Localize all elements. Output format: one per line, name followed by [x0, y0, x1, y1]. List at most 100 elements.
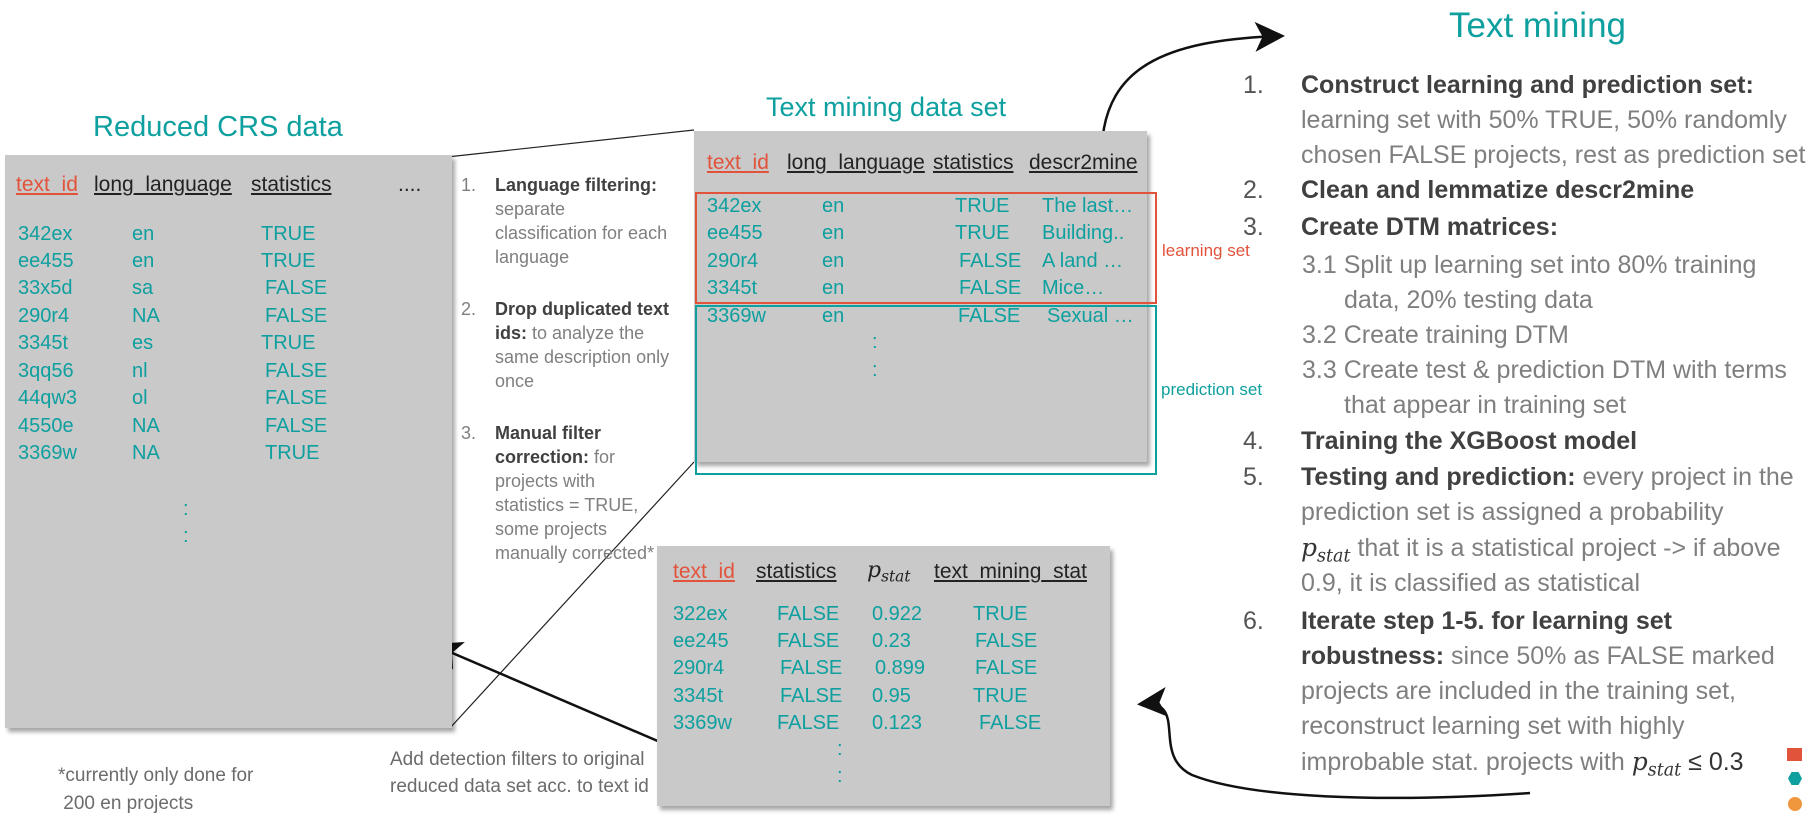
- cell-lang: en: [822, 222, 845, 244]
- cell-stat: TRUE: [261, 250, 316, 272]
- substep-text: 3.1 Split up learning set into 80% train…: [1302, 251, 1757, 279]
- cell-id: 342ex: [18, 223, 73, 245]
- step-title: Construct learning and prediction set:: [1301, 71, 1754, 99]
- header-statistics: statistics: [251, 173, 332, 196]
- header-text-mining-stat: text_mining_stat: [934, 560, 1087, 583]
- substep-text: 3.2 Create training DTM: [1302, 321, 1569, 349]
- cell-p: 0.899: [875, 657, 926, 679]
- step-title: Drop duplicated text ids:: [495, 299, 670, 343]
- arrow-iterate-back: [1137, 687, 1531, 800]
- header-more: ....: [398, 173, 422, 196]
- cell-id: 290r4: [18, 305, 70, 327]
- cell-desc: Building..: [1042, 222, 1125, 244]
- header-statistics: statistics: [933, 151, 1014, 174]
- header-statistics: statistics: [756, 560, 837, 583]
- cell-stat: FALSE: [777, 630, 840, 652]
- reduced-crs-panel: text_id long_language statistics .... 34…: [5, 155, 452, 728]
- cell-id: 3369w: [18, 442, 77, 464]
- cell-p: 0.95: [872, 685, 911, 707]
- cell-stat: TRUE: [955, 222, 1010, 244]
- arrow-to-reduced-data: [431, 642, 661, 744]
- step-number: 1.: [1243, 71, 1264, 99]
- cell-tms: FALSE: [975, 657, 1038, 679]
- footnote: *currently only done for 200 en projects: [58, 765, 254, 814]
- step-line: pstat that it is a statistical project -…: [1301, 530, 1781, 574]
- ellipsis: :: [872, 359, 878, 381]
- step-number: 3.: [461, 423, 477, 443]
- cell-lang: en: [822, 250, 845, 272]
- cell-stat: TRUE: [261, 332, 316, 354]
- cell-id: 3345t: [18, 332, 69, 354]
- cell-id: 3qq56: [18, 360, 74, 382]
- step-title: Create DTM matrices:: [1301, 213, 1559, 241]
- cell-stat: FALSE: [780, 685, 843, 707]
- cell-tms: TRUE: [973, 603, 1028, 625]
- step-number: 3.: [1243, 213, 1264, 241]
- header-text-id: text_id: [673, 560, 735, 583]
- step-title: Testing and prediction:: [1301, 463, 1576, 491]
- step-text: reconstruct learning set with highly: [1301, 712, 1685, 740]
- step-title: Training the XGBoost model: [1301, 427, 1638, 455]
- cell-id: 33x5d: [18, 277, 73, 299]
- cell-stat: FALSE: [265, 305, 328, 327]
- prediction-set-box: [695, 305, 1157, 475]
- cell-lang: en: [132, 250, 155, 272]
- cell-lang: ol: [132, 387, 148, 409]
- step-text: every project in the: [1575, 463, 1794, 491]
- text-mining-data-set-title: Text mining data set: [766, 92, 1007, 122]
- cell-lang: NA: [132, 415, 160, 437]
- red-square-icon: [1787, 748, 1802, 761]
- cell-desc: A land …: [1042, 250, 1124, 272]
- cell-stat: TRUE: [955, 195, 1010, 217]
- cell-id: 44qw3: [18, 387, 77, 409]
- step-text: projects are included in the training se…: [1301, 677, 1736, 705]
- cell-id: 3345t: [707, 277, 758, 299]
- learning-set-box: [695, 192, 1157, 304]
- step-number: 2.: [461, 299, 477, 319]
- header-long-language: long_language: [787, 151, 925, 174]
- cell-tms: TRUE: [973, 685, 1028, 707]
- result-panel: text_id statistics pstat text_mining_sta…: [657, 546, 1110, 806]
- arrow-to-text-mining: [1100, 21, 1285, 144]
- cell-stat: FALSE: [265, 277, 328, 299]
- cell-stat: FALSE: [265, 387, 328, 409]
- cell-id: 4550e: [18, 415, 74, 437]
- text-mining-data-set-panel: text_id long_language statistics descr2m…: [694, 131, 1147, 462]
- cell-id: 290r4: [673, 657, 725, 679]
- cell-stat: FALSE: [777, 712, 840, 734]
- substep-text: data, 20% testing data: [1344, 286, 1593, 314]
- p-symbol: p: [867, 558, 882, 583]
- ellipsis: :: [837, 765, 843, 787]
- step-text: since 50% as FALSE marked: [1444, 642, 1775, 670]
- cell-id: 3369w: [673, 712, 732, 734]
- ellipsis: :: [837, 738, 843, 760]
- cell-lang: en: [822, 277, 845, 299]
- substep-text: that appear in training set: [1344, 391, 1627, 419]
- cell-stat: TRUE: [265, 442, 320, 464]
- step-title: Iterate step 1-5. for learning set: [1301, 607, 1672, 635]
- cell-desc: The last…: [1042, 195, 1134, 217]
- cell-stat: FALSE: [777, 603, 840, 625]
- cell-lang: sa: [132, 277, 154, 299]
- cell-desc: Sexual …: [1047, 305, 1134, 327]
- cell-id: ee455: [18, 250, 74, 272]
- step-number: 2.: [1243, 176, 1264, 204]
- step-title: Manual filter correction:: [495, 423, 602, 467]
- cell-id: 3345t: [673, 685, 724, 707]
- cell-lang: NA: [132, 305, 160, 327]
- step-text: that it is a statistical project -> if a…: [1350, 534, 1781, 562]
- cell-id: 3369w: [707, 305, 766, 327]
- step-title: robustness:: [1301, 642, 1445, 670]
- cell-stat: FALSE: [959, 250, 1022, 272]
- cell-lang: en: [822, 305, 845, 327]
- cell-lang: es: [132, 332, 154, 354]
- step-title: Language filtering:: [495, 175, 657, 195]
- cell-lang: en: [822, 195, 845, 217]
- text-mining-title: Text mining: [1449, 6, 1627, 45]
- p-symbol: p: [1631, 747, 1648, 776]
- p-subscript: stat: [1647, 760, 1682, 781]
- step-text: 0.9, it is classified as statistical: [1301, 569, 1641, 597]
- step-number: 5.: [1243, 463, 1264, 491]
- step-number: 4.: [1243, 427, 1264, 455]
